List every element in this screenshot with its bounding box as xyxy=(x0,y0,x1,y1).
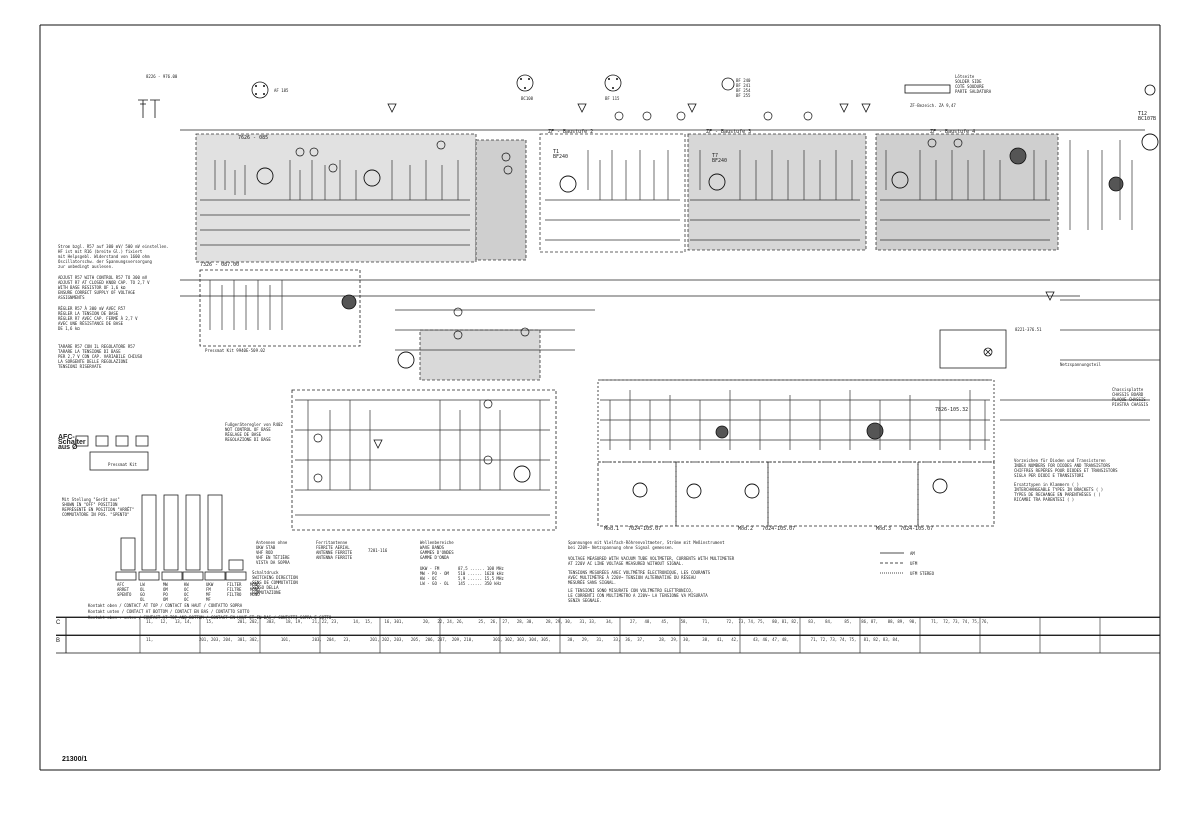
pressmat-kit-label: Pressmat Kit 9940E-509.02 xyxy=(205,348,266,353)
ferrite-part-label: 7281-116 xyxy=(368,548,388,553)
switch-key-ukw: UKW FM MF MF xyxy=(206,582,214,602)
switch-key-afc: AFC ARRET SPENTO xyxy=(117,582,132,597)
antenna-part-number: 8226 - 976.00 xyxy=(146,74,178,79)
switch-key-mono: MONO MONO MONO xyxy=(250,582,260,597)
solder-side-note: Lötseite SOLDER SIDE COTÉ SOUDURE PARTE … xyxy=(955,74,992,94)
base-control-note: Fußgeräteregler von R402 NOT CONTROL OF … xyxy=(225,422,283,442)
grid-row-label-b: B xyxy=(56,638,61,644)
chassis-board-note: Chassisplatte CHASSIS BOARD PLAQUE CHASS… xyxy=(1112,387,1149,407)
afc-switch-label: AFC- Schalter aus Ø xyxy=(58,434,86,451)
grid-row-label-c: C xyxy=(56,620,61,626)
module-3-label: Mod.3 7024-105.07 xyxy=(876,526,934,532)
diode-index-heading: Vorzeichen für Dioden und Transistoren I… xyxy=(1014,458,1118,478)
switching-direction-note: Schaltdruck SWITCHING DIRECTION SENS DE … xyxy=(252,570,298,595)
socket-label-bf: BF 240 BF 241 BF 254 BF 255 xyxy=(736,78,751,98)
supply-part-label: 7826-105.32 xyxy=(935,407,969,413)
grid-row-c-values: 11, 12, 13, 14, 15, 201, 202, 303, 18, 1… xyxy=(146,619,989,624)
supply-section-label: Netzspannungsteil xyxy=(1060,362,1101,367)
contact-note-top: Kontakt oben / CONTACT AT TOP / CONTACT … xyxy=(88,603,243,608)
ferrite-aerial-note: Ferritantenne FERRITE AERIAL ANTENNE FER… xyxy=(316,540,353,560)
legend-am: AM xyxy=(910,551,915,556)
measurement-note-fr: TENSIONS MESURÉES AVEC VOLTMÈTRE ÉLECTRO… xyxy=(568,570,711,585)
interchangeable-types-note: Ersatztypen in Klammern ( ) INTERCHANGEA… xyxy=(1014,482,1104,502)
transistor-t1-label: T1 BF240 xyxy=(553,149,569,160)
sheet-number: 21300/1 xyxy=(62,756,88,763)
tuner-stage-label: 7626 - 085 xyxy=(238,135,269,141)
wave-band-list: UKW - FM MW - PO - OM KW - OC LW - GO - … xyxy=(420,566,449,586)
measurement-note-it: LE TENSIONI SONO MISURATE CON VOLTMETRO … xyxy=(568,588,708,603)
module-1-label: Mod.1 7024-105.07 xyxy=(604,526,662,532)
alignment-note-fr: RÉGLER R57 À 300 mV AVEC R57 RÉGLER LA T… xyxy=(58,306,138,331)
grid-row-c: C 11, 12, 13, 14, 15, 201, 202, 303, 18,… xyxy=(56,617,1160,636)
module-2-label: Mod.2 7024-105.07 xyxy=(738,526,796,532)
socket-label-bc: BC108 xyxy=(521,96,534,101)
transistor-t12-label: T12 BC107B xyxy=(1138,111,1157,122)
switch-position-heading: Mit Stellung "Gerät aus" SHOWN IN "OFF" … xyxy=(62,497,135,517)
alignment-note-en: ADJUST R57 WITH CONTROL R57 TO 300 mV AD… xyxy=(58,275,150,300)
legend-fm-stereo: UFM STEREO xyxy=(910,571,935,576)
switch-key-lw: LW OL GO OL xyxy=(140,582,145,602)
measurement-note-en: VOLTAGE MEASURED WITH VACUUM TUBE VOLTME… xyxy=(568,556,735,566)
measurement-note-de: Spannungen mit Vielfach-Röhrenvoltmeter,… xyxy=(568,540,725,550)
switch-key-filter: FILTER FILTRE FILTRO xyxy=(227,582,242,597)
switch-key-mw: MW OM PO OM xyxy=(163,582,168,602)
wave-bands-heading: Wellenbereiche WAVE BANDS GAMMES D'ONDES… xyxy=(420,540,454,560)
socket-label-af: BF 115 xyxy=(605,96,620,101)
contact-note-bottom: Kontakt unten / CONTACT AT BOTTOM / CONT… xyxy=(88,609,250,614)
afc-pressmat-label: Pressmat Kit xyxy=(108,462,137,467)
switch-key-kw: KW OC OC OC xyxy=(184,582,189,602)
zf-designation: ZF-Bezeich. ZA 9,47 xyxy=(910,103,956,108)
zf-stage-3-label: ZF - Baustufe 3 xyxy=(706,129,752,135)
vhf-rod-note: Antennen ohne UKW STAB VHF ROD VHF EN TÉ… xyxy=(256,540,290,565)
grid-row-b: B 11, 201, 203, 204, 301, 302, 101, 203,… xyxy=(56,635,1160,654)
grid-reference-table: C 11, 12, 13, 14, 15, 201, 202, 303, 18,… xyxy=(56,617,1160,653)
zf-stage-4-label: ZF - Baustufe 4 xyxy=(930,129,976,135)
tuner-substage-label: 7326 - 087.00 xyxy=(200,262,240,268)
transistor-t7-label: T7 BF240 xyxy=(712,153,728,164)
dial-lamp-part: 8221-376.51 xyxy=(1015,327,1042,332)
legend-fm: UFM xyxy=(910,561,918,566)
zf-stage-2-label: ZF - Baustufe 2 xyxy=(548,129,594,135)
frequency-range-list: 87,5 ...... 108 MHz 510 ...... 1620 kHz … xyxy=(458,566,504,586)
grid-row-b-values: 11, 201, 203, 204, 301, 302, 101, 203, 2… xyxy=(146,637,900,642)
alignment-note-de: Strom bzgl. R57 auf 300 mV/ 500 mV einst… xyxy=(58,244,169,269)
ic-type-label: AF 185 xyxy=(274,88,289,93)
alignment-note-it: TARARE R57 CON IL REGOLATORE R57 TARARE … xyxy=(58,344,143,369)
